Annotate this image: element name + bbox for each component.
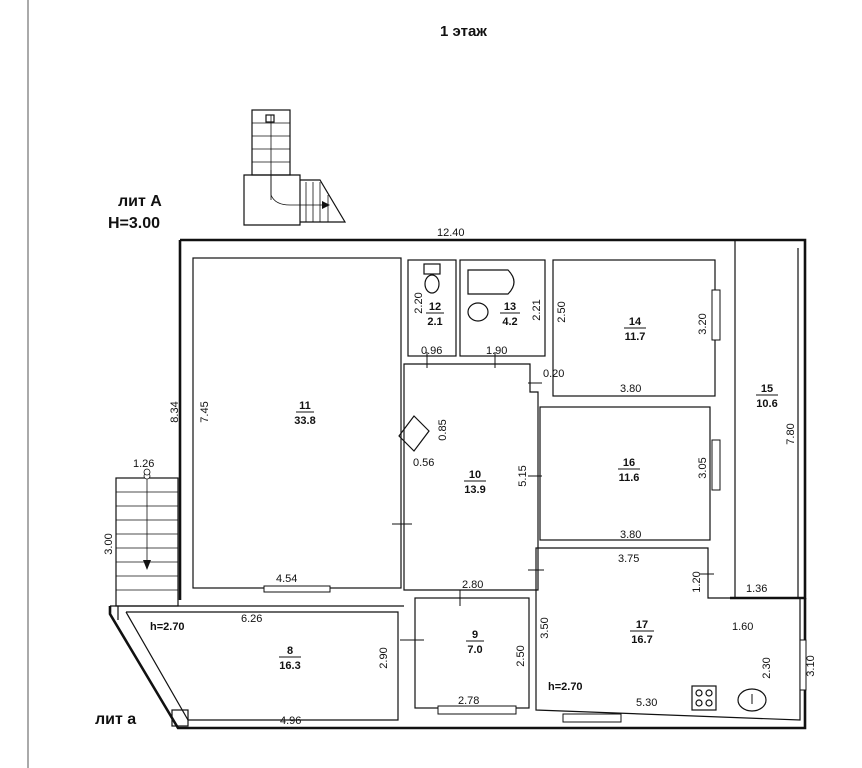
room-label-9: 9 7.0	[466, 629, 484, 656]
window	[562, 713, 622, 723]
svg-text:10.6: 10.6	[756, 398, 777, 410]
dim-160: 1.60	[732, 621, 753, 633]
room-label-12: 12 2.1	[426, 301, 444, 328]
dim-r9-w: 2.78	[458, 695, 479, 707]
svg-text:14: 14	[629, 316, 642, 328]
svg-text:11: 11	[299, 400, 311, 412]
dim-136: 1.36	[746, 583, 767, 595]
room-13	[459, 259, 546, 357]
window	[711, 289, 721, 341]
dim-r14-w: 3.80	[620, 383, 641, 395]
window	[799, 639, 807, 691]
dim-r15-h: 7.80	[785, 423, 797, 444]
stove-icon	[691, 685, 717, 711]
room-17	[535, 547, 801, 721]
dim-310: 3.10	[805, 655, 817, 676]
room-label-14: 14 11.7	[624, 316, 646, 343]
dim-r11-h: 7.45	[199, 401, 211, 422]
height-room-8: h=2.70	[150, 621, 185, 633]
dim-r17-top: 3.75	[618, 553, 639, 565]
height-label: H=3.00	[108, 215, 160, 232]
room-label-17: 17 16.7	[630, 619, 654, 646]
svg-text:17: 17	[636, 619, 648, 631]
dim-r16-w: 3.80	[620, 529, 641, 541]
svg-text:15: 15	[761, 383, 773, 395]
dim-r12-w: 0.96	[421, 345, 442, 357]
dim-r11-w: 4.54	[276, 573, 297, 585]
dim-r14-h: 3.20	[697, 313, 709, 334]
svg-text:2.1: 2.1	[427, 316, 442, 328]
height-room-17: h=2.70	[548, 681, 583, 693]
svg-text:16.7: 16.7	[631, 634, 652, 646]
room-label-10: 10 13.9	[464, 469, 486, 496]
door-marks	[392, 352, 714, 641]
bathtub-icon	[467, 269, 515, 322]
svg-text:4.2: 4.2	[502, 316, 517, 328]
top-stair	[243, 109, 347, 226]
dim-r12-h: 2.20	[413, 292, 425, 313]
window	[711, 439, 721, 491]
dim-120: 1.20	[691, 571, 703, 592]
sink-icon	[737, 688, 767, 712]
svg-text:16.3: 16.3	[279, 660, 300, 672]
svg-text:13: 13	[504, 301, 516, 313]
dim-r10-w: 2.80	[462, 579, 483, 591]
room-10	[403, 363, 539, 591]
dim-top: 12.40	[437, 227, 465, 239]
svg-text:9: 9	[472, 629, 478, 641]
svg-text:11.6: 11.6	[619, 472, 640, 484]
window	[263, 585, 331, 593]
dim-stair-w: 1.26	[133, 458, 154, 470]
svg-text:13.9: 13.9	[464, 484, 485, 496]
lit-a-lower-label: лит а	[95, 711, 136, 728]
room-label-8: 8 16.3	[279, 645, 301, 672]
dim-r8-bottom: 4.96	[280, 715, 301, 727]
dim-085: 0.85	[437, 419, 449, 440]
room-label-16: 16 11.6	[618, 457, 640, 484]
dim-r13-h: 2.21	[531, 299, 543, 320]
dim-r17-h-right: 2.30	[761, 657, 773, 678]
dim-r13-w: 1.90	[486, 345, 507, 357]
room-16	[539, 406, 711, 541]
room-label-11: 11 33.8	[294, 400, 315, 427]
toilet-icon	[423, 263, 441, 294]
dim-stair-h: 3.00	[103, 533, 115, 554]
svg-text:11.7: 11.7	[625, 331, 646, 343]
window	[437, 705, 517, 715]
room-label-13: 13 4.2	[500, 301, 520, 328]
chimney	[398, 415, 430, 452]
svg-text:33.8: 33.8	[294, 415, 315, 427]
dim-r17-w: 5.30	[636, 697, 657, 709]
room-12	[407, 259, 457, 357]
svg-text:10: 10	[469, 469, 481, 481]
dim-left: 8.34	[169, 401, 181, 422]
lit-a-label: лит А	[118, 193, 162, 210]
svg-text:12: 12	[429, 301, 441, 313]
dim-r10-h: 5.15	[517, 465, 529, 486]
room-8	[125, 611, 399, 721]
room-label-15: 15 10.6	[756, 383, 778, 410]
dim-250: 2.50	[556, 301, 568, 322]
dim-r9-h-right: 2.50	[515, 645, 527, 666]
dim-r8-top: 6.26	[241, 613, 262, 625]
dim-r17-h-left: 3.50	[539, 617, 551, 638]
floor-title: 1 этаж	[440, 23, 487, 40]
svg-text:16: 16	[623, 457, 635, 469]
dim-020: 0.20	[543, 368, 564, 380]
svg-text:7.0: 7.0	[467, 644, 482, 656]
dim-r16-h: 3.05	[697, 457, 709, 478]
svg-text:8: 8	[287, 645, 293, 657]
side-stair	[115, 472, 179, 607]
dim-056: 0.56	[413, 457, 434, 469]
dim-r9-h-left: 2.90	[378, 647, 390, 668]
